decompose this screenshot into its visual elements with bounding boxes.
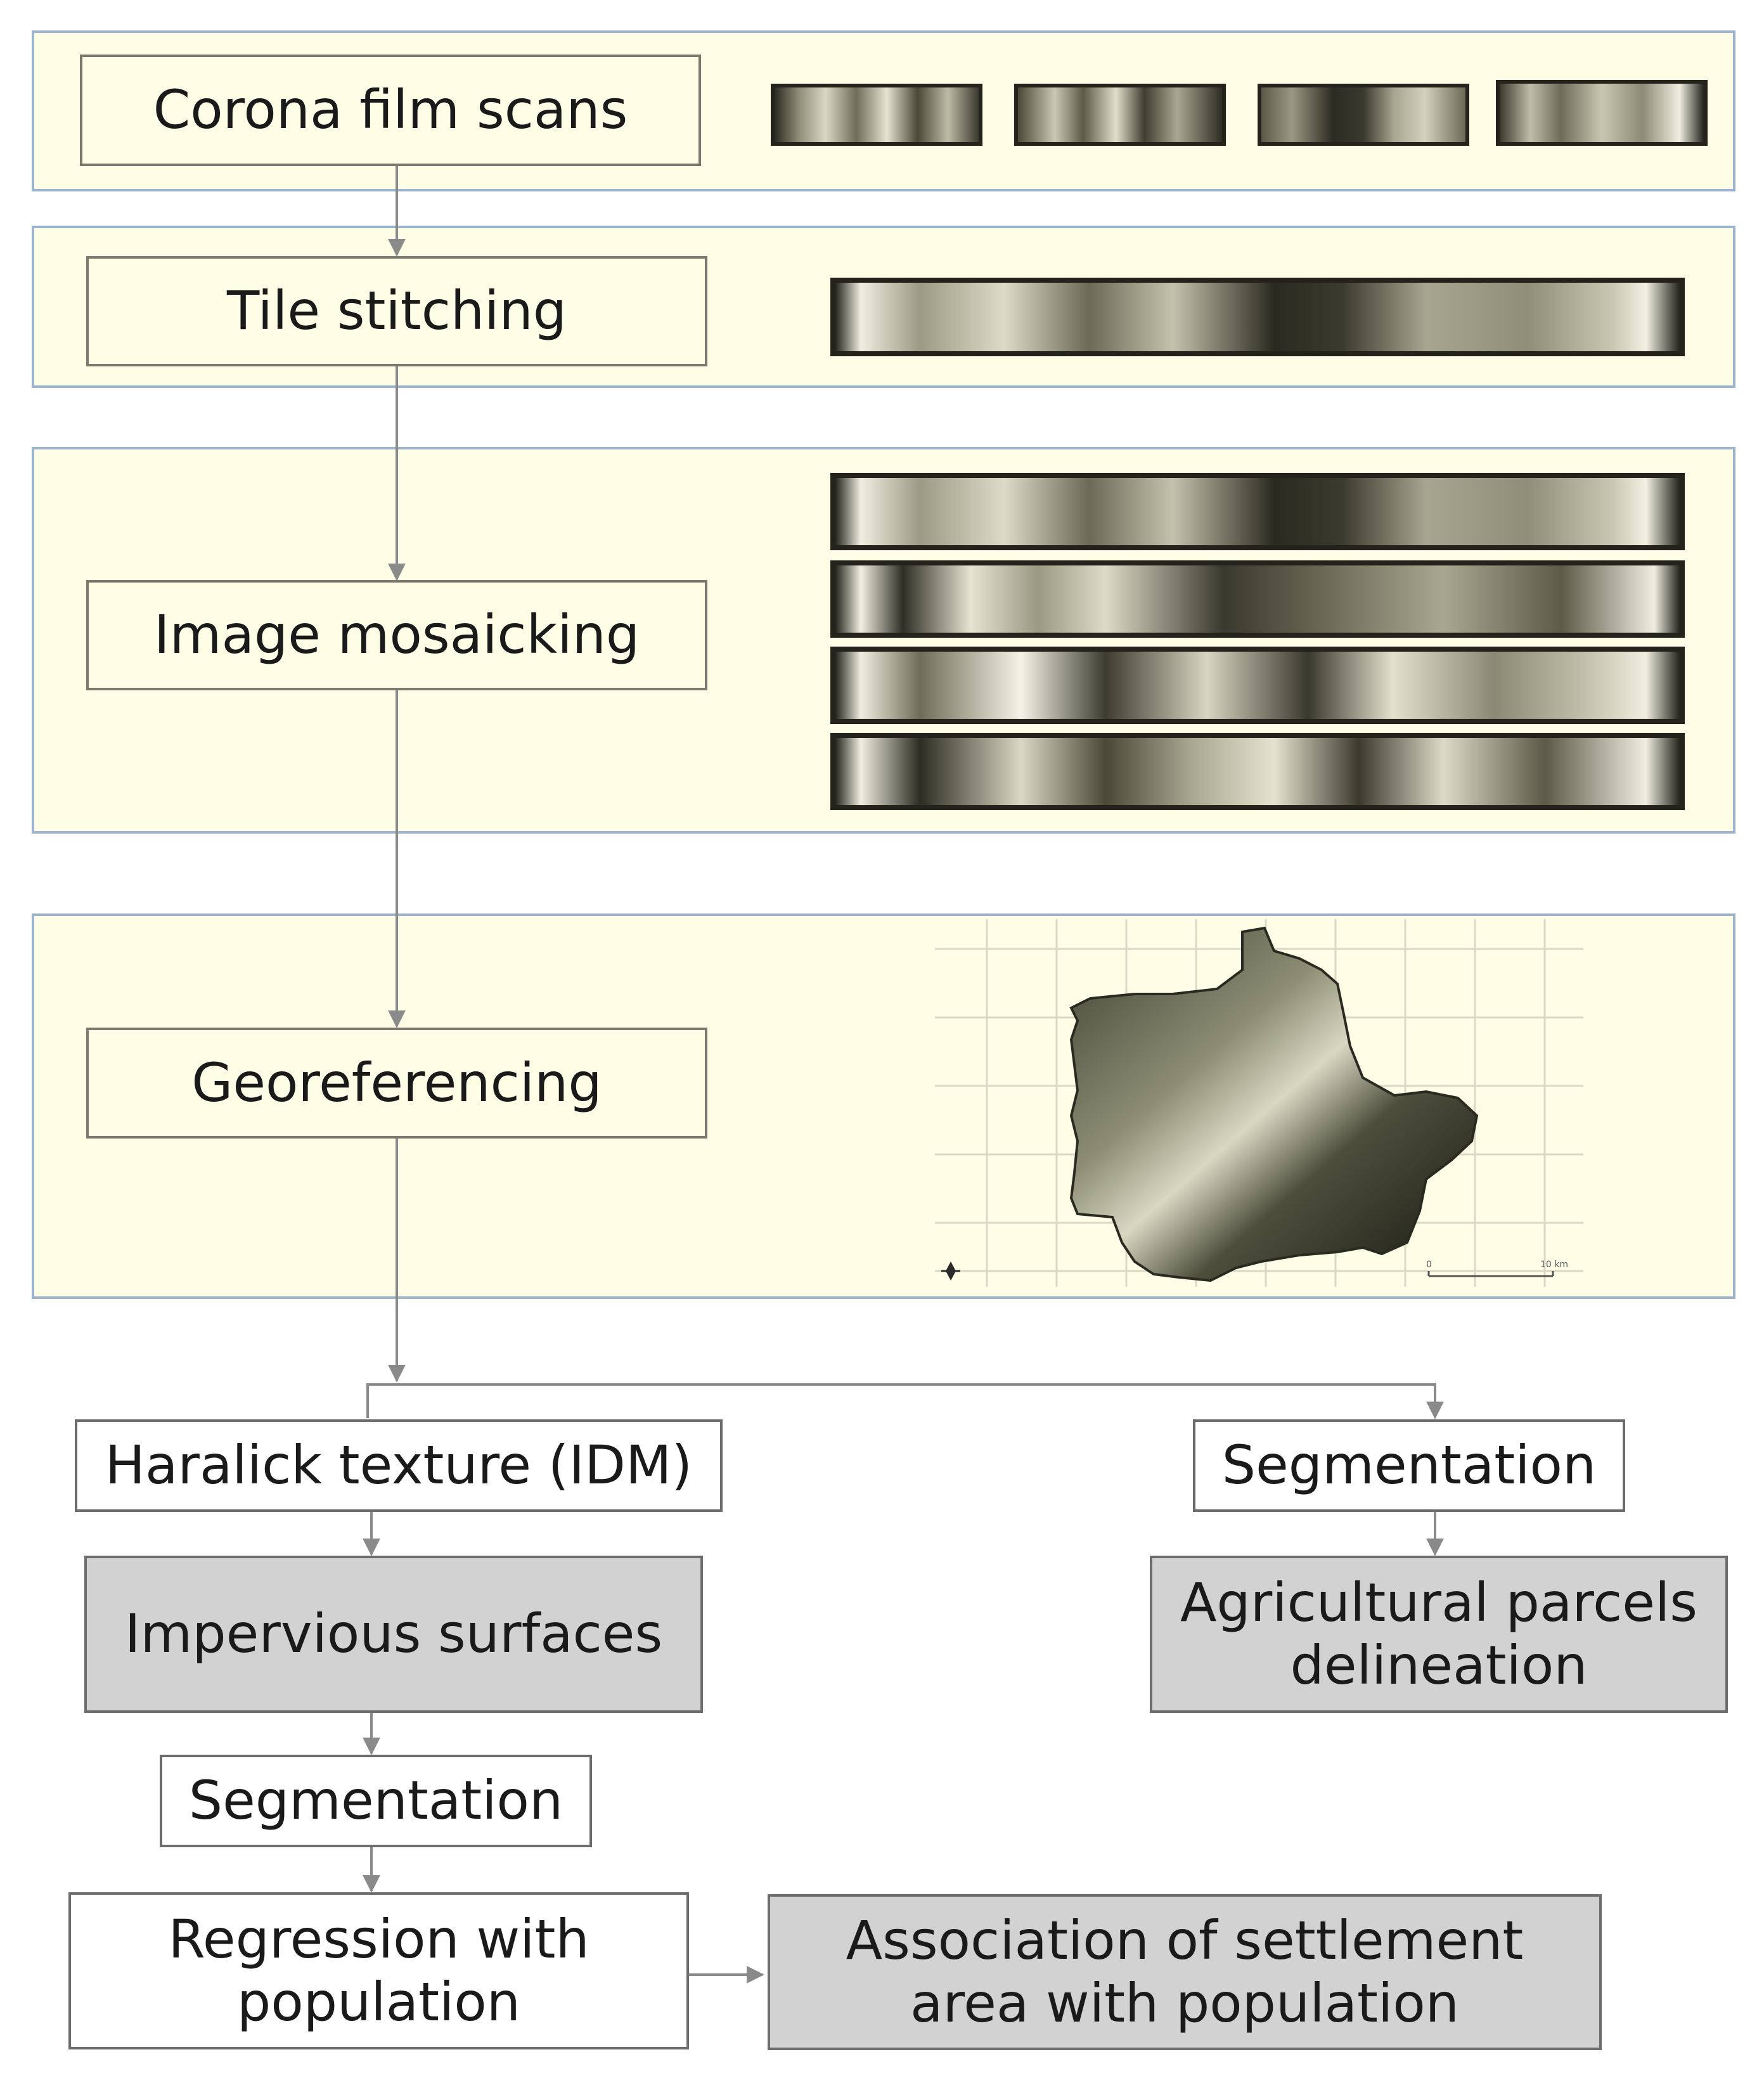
mosaic-strip-3 — [830, 647, 1685, 724]
result-settlement-population-label: Association of settlement area with popu… — [846, 1909, 1524, 2034]
step-segmentation-parcels: Segmentation — [1193, 1419, 1625, 1512]
step-segmentation-settlement-label: Segmentation — [188, 1769, 563, 1832]
film-scan-tile-1 — [771, 84, 982, 146]
step-film-scans-label: Corona film scans — [153, 79, 628, 141]
step-georeferencing-label: Georeferencing — [191, 1051, 602, 1114]
stitched-strip-image — [830, 278, 1685, 356]
step-segmentation-settlement: Segmentation — [160, 1755, 592, 1847]
step-image-mosaicking-label: Image mosaicking — [153, 603, 640, 666]
mosaic-strip-4 — [830, 733, 1685, 810]
connector-branch — [366, 1383, 1444, 1419]
step-segmentation-parcels-label: Segmentation — [1221, 1434, 1597, 1497]
step-regression-population-label: Regression with population — [168, 1907, 589, 2033]
result-impervious-surfaces: Impervious surfaces — [84, 1556, 703, 1713]
film-scan-tile-2 — [1014, 84, 1226, 146]
film-scan-tile-3 — [1258, 84, 1469, 146]
step-regression-population: Regression with population — [68, 1892, 689, 2049]
result-settlement-population: Association of settlement area with popu… — [768, 1894, 1602, 2050]
step-tile-stitching: Tile stitching — [86, 256, 707, 366]
mosaic-strip-1 — [830, 473, 1685, 550]
result-agricultural-parcels: Agricultural parcels delineation — [1150, 1556, 1728, 1713]
step-haralick-texture-label: Haralick texture (IDM) — [105, 1434, 693, 1497]
mosaic-strip-2 — [830, 560, 1685, 638]
result-impervious-surfaces-label: Impervious surfaces — [124, 1603, 663, 1665]
result-agricultural-parcels-label: Agricultural parcels delineation — [1180, 1571, 1698, 1696]
film-scan-tile-4 — [1496, 80, 1708, 146]
step-film-scans: Corona film scans — [80, 55, 701, 166]
step-image-mosaicking: Image mosaicking — [86, 580, 707, 690]
step-tile-stitching-label: Tile stitching — [226, 280, 567, 342]
step-georeferencing: Georeferencing — [86, 1028, 707, 1139]
step-haralick-texture: Haralick texture (IDM) — [75, 1419, 723, 1512]
